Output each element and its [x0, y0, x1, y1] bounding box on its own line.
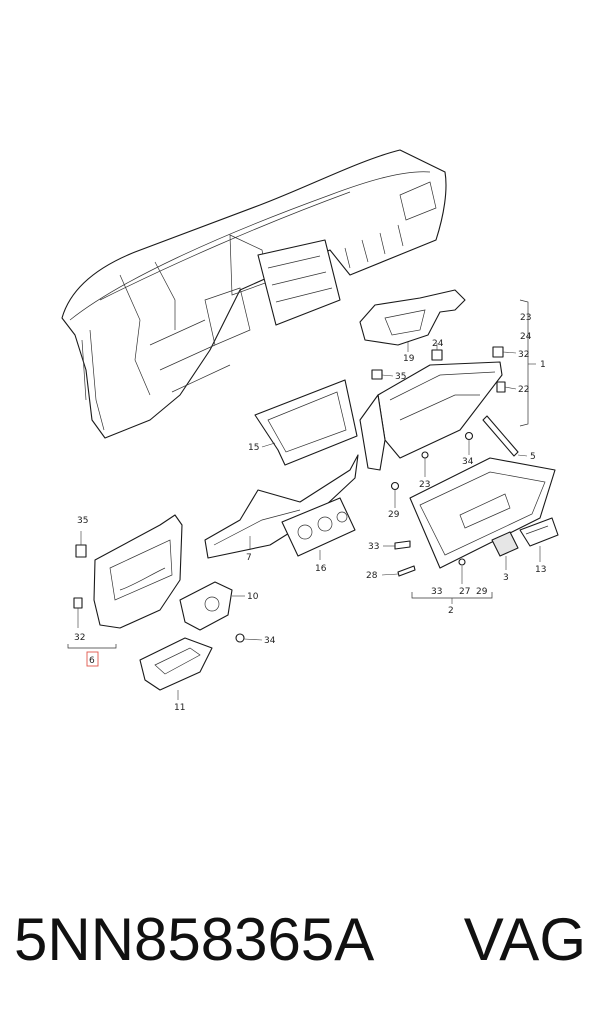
callout-16: 16 [315, 564, 327, 574]
callout-32-top: 32 [518, 350, 529, 360]
callout-32-left: 32 [74, 633, 85, 643]
callout-11: 11 [174, 703, 185, 713]
callout-34-lower: 34 [264, 636, 276, 646]
group-1-bracket [519, 299, 536, 427]
callout-27: 27 [459, 587, 470, 597]
callout-29-left: 29 [388, 510, 400, 520]
callout-24-left: 24 [432, 339, 444, 349]
part-7-trim-strip [204, 454, 359, 559]
brand: VAG [463, 906, 586, 973]
part-13-handle [519, 517, 559, 562]
part-6-side-panel [67, 514, 183, 667]
part-11-storage-tray [139, 637, 213, 700]
part-34-screw [235, 633, 263, 643]
callout-35-left: 35 [77, 516, 88, 526]
callout-1: 1 [540, 360, 546, 370]
part-15-display-bezel [254, 379, 358, 466]
callout-34-right: 34 [462, 457, 474, 467]
callout-33-bottom: 33 [431, 587, 442, 597]
callout-23-mid: 23 [419, 480, 430, 490]
callout-13: 13 [535, 565, 546, 575]
callout-29-bottom: 29 [476, 587, 488, 597]
part-19-trim-panel [359, 289, 466, 352]
parts-diagram: 23 24 24 32 1 19 35 22 15 5 34 23 29 35 … [61, 149, 559, 713]
part-10-vent [179, 581, 245, 631]
part-3-lock [491, 531, 519, 570]
callout-7: 7 [246, 553, 252, 563]
callout-22: 22 [518, 385, 529, 395]
callout-28: 28 [366, 571, 378, 581]
callout-10: 10 [247, 592, 259, 602]
part-16-control-panel [281, 497, 356, 560]
dashboard-assembly [61, 149, 447, 439]
callout-35-right: 35 [395, 372, 406, 382]
callout-33-left: 33 [368, 542, 379, 552]
callout-24-top: 24 [520, 332, 532, 342]
callout-6: 6 [89, 656, 95, 666]
part-1-glovebox-housing [359, 343, 528, 477]
callout-23-top: 23 [520, 313, 531, 323]
callout-2: 2 [448, 606, 454, 616]
callout-5: 5 [530, 452, 536, 462]
callout-3: 3 [503, 573, 509, 583]
part-number: 5NN858365A [14, 906, 375, 973]
caption: 5NN858365A VAG [0, 895, 600, 985]
callout-15: 15 [248, 443, 259, 453]
part-2-glovebox-lid [381, 457, 556, 604]
callout-labels: 23 24 24 32 1 19 35 22 15 5 34 23 29 35 … [74, 313, 546, 713]
callout-19: 19 [403, 354, 415, 364]
